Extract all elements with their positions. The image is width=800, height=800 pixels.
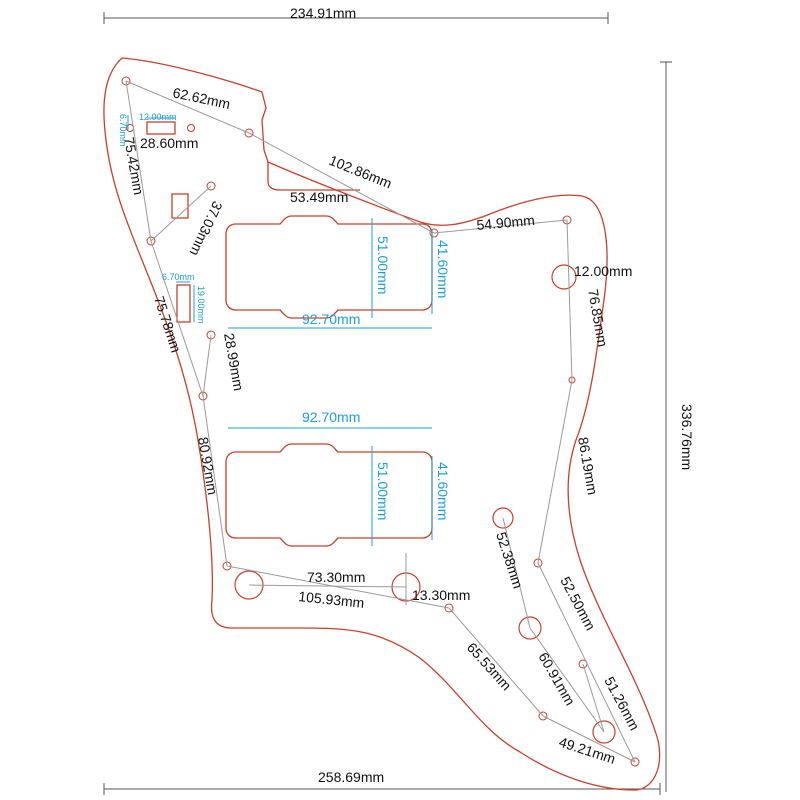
label-28-99: 28.99mm <box>221 332 247 392</box>
leader <box>448 607 544 717</box>
pickup-dimension-lines <box>127 115 433 546</box>
label-65-53: 65.53mm <box>464 639 515 693</box>
label-6-70-small-mid: 6.70mm <box>162 272 195 282</box>
leader <box>537 379 573 564</box>
leader <box>537 562 636 763</box>
label-6-70-small-top: 6.70mm <box>118 114 128 147</box>
screw-hole <box>533 558 543 568</box>
screw-hole <box>244 128 254 138</box>
overall-dimensions <box>103 12 672 795</box>
switch-slot-upper <box>146 121 176 135</box>
label-28-60: 28.60mm <box>140 135 198 151</box>
label-top-width: 234.91mm <box>290 5 356 21</box>
leader <box>529 627 605 733</box>
label-12-00: 12.00mm <box>574 263 632 279</box>
label-80-92: 80.92mm <box>195 436 221 496</box>
label-13-30: 13.30mm <box>412 587 470 603</box>
label-51-00-top: 51.00mm <box>375 236 391 294</box>
switch-slot-lower <box>176 284 191 323</box>
leader <box>248 584 407 588</box>
holes <box>121 76 640 767</box>
leader <box>502 517 531 629</box>
control-hole <box>592 720 616 744</box>
leader-lines <box>125 80 636 763</box>
leader <box>542 715 636 763</box>
leader <box>566 219 573 381</box>
screw-hole <box>206 181 216 191</box>
label-92-70-bottom: 92.70mm <box>302 409 360 425</box>
label-105-93: 105.93mm <box>298 588 365 611</box>
leader <box>150 240 204 397</box>
leader <box>202 395 228 567</box>
control-hole <box>492 507 514 529</box>
label-54-90: 54.90mm <box>476 212 536 233</box>
control-hole <box>518 616 542 640</box>
label-60-91: 60.91mm <box>535 650 578 709</box>
label-51-26: 51.26mm <box>601 674 643 733</box>
leader <box>150 185 212 242</box>
switch-slot-side <box>171 193 189 219</box>
label-53-49: 53.49mm <box>290 189 348 205</box>
screw-hole <box>146 236 156 246</box>
label-bottom-width: 258.69mm <box>318 769 384 785</box>
screw-hole <box>187 124 195 132</box>
pickup-cutout-top <box>225 215 433 319</box>
label-12-00-small: 12.00mm <box>139 112 177 122</box>
pickup-cutout-bottom <box>225 443 433 547</box>
label-102-86: 102.86mm <box>327 152 394 192</box>
label-92-70-top: 92.70mm <box>302 311 360 327</box>
screw-hole <box>121 76 131 86</box>
screw-hole <box>198 391 208 401</box>
jack-hole <box>551 264 577 290</box>
leader <box>125 80 250 134</box>
upper-recess-outline <box>267 162 360 191</box>
label-52-38: 52.38mm <box>493 530 526 590</box>
leader <box>582 663 605 733</box>
label-19-00: 19.00mm <box>196 286 206 324</box>
leader <box>202 334 212 397</box>
label-73-30: 73.30mm <box>307 569 365 585</box>
screw-hole <box>206 330 216 340</box>
label-height: 336.76mm <box>679 404 695 470</box>
label-51-00-bottom: 51.00mm <box>375 462 391 520</box>
leader <box>125 80 152 242</box>
screw-hole <box>444 603 454 613</box>
label-76-85: 76.85mm <box>585 288 611 348</box>
label-62-62: 62.62mm <box>171 84 231 112</box>
label-52-50: 52.50mm <box>557 574 599 633</box>
label-37-03: 37.03mm <box>187 199 226 259</box>
label-41-60-bottom: 41.60mm <box>435 462 451 520</box>
pickguard-outline <box>103 57 661 791</box>
screw-hole <box>630 757 640 767</box>
blue-dimension-labels: 12.00mm 6.70mm 6.70mm 19.00mm 51.00mm 41… <box>118 112 451 520</box>
label-41-60-top: 41.60mm <box>435 240 451 298</box>
leader <box>226 565 450 609</box>
leader <box>433 219 568 234</box>
leader <box>248 132 435 234</box>
label-86-19: 86.19mm <box>575 436 601 496</box>
screw-hole <box>538 711 548 721</box>
screw-hole <box>222 561 232 571</box>
